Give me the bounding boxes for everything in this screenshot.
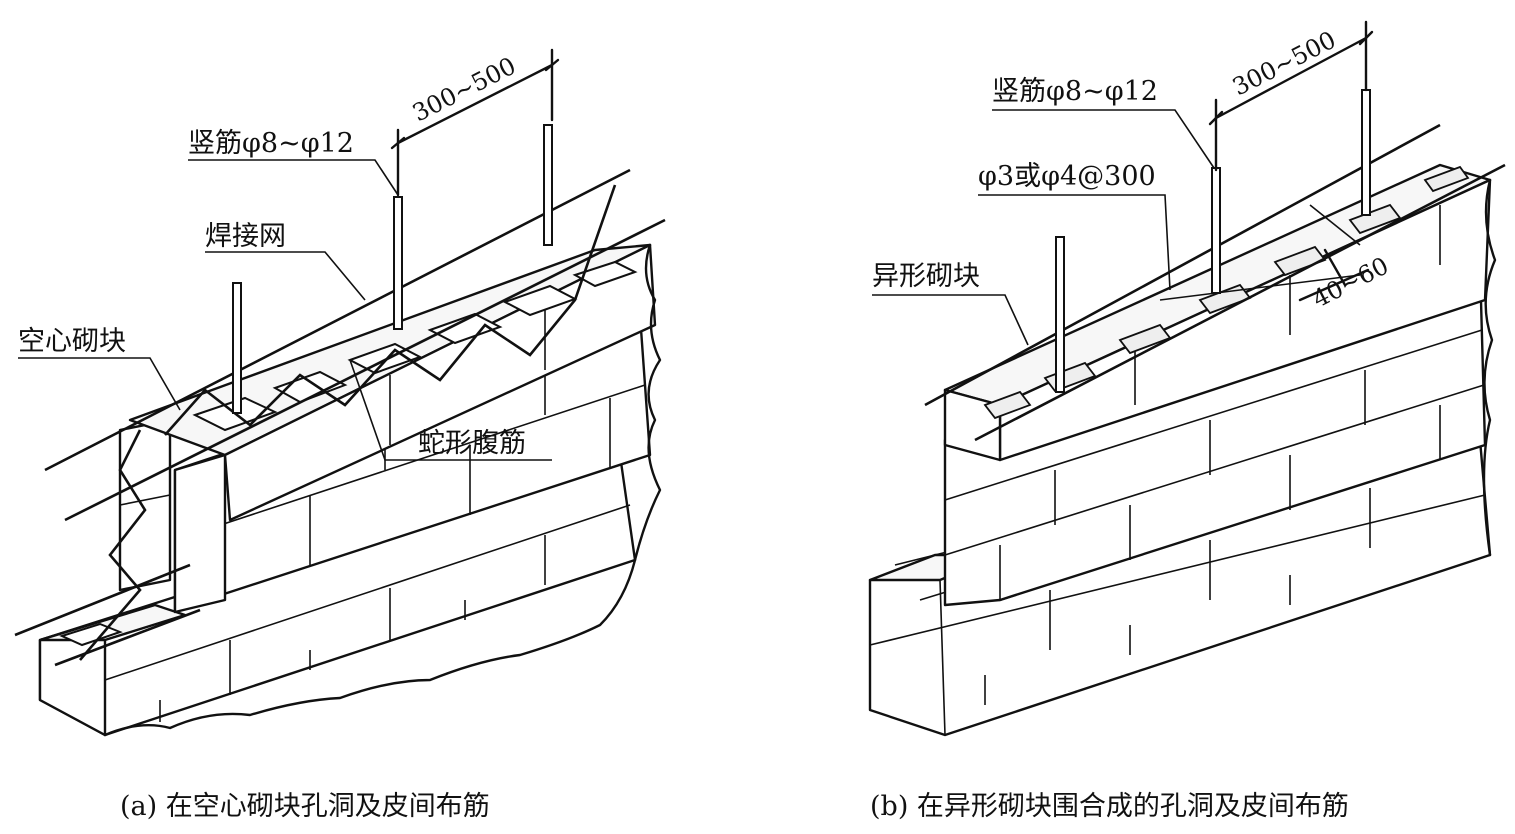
grout-cell: [1348, 203, 1402, 235]
leader-b-vertical-bar: [992, 109, 1215, 169]
grout-cell: [1273, 245, 1327, 277]
tie-wire-b-2: [974, 163, 1506, 442]
mesh-wire-a-low-1: [14, 563, 191, 637]
dim-line-b-gap: [1323, 248, 1347, 287]
figure-b: 300~500 40~60 竖筋φ8~φ12 φ3或φ4@300 异形砌块 (b…: [868, 20, 1506, 822]
dim-line-b: [1214, 36, 1368, 120]
figure-a: 300~500 竖筋φ8~φ12 焊接网 空心砌块 蛇形腹筋 (a) 在空心砌块…: [14, 48, 666, 822]
label-a-snake-bar: 蛇形腹筋: [418, 428, 526, 459]
wall-a-break-line: [633, 243, 662, 562]
wall-b-break-line: [1482, 178, 1497, 557]
caption-a: (a) 在空心砌块孔洞及皮间布筋: [120, 791, 490, 822]
dim-label-b-spacing: 300~500: [1228, 26, 1340, 102]
mesh-wire-a-low-2: [54, 608, 201, 667]
label-a-hollow-block: 空心砌块: [18, 326, 126, 357]
label-b-tie-bar: φ3或φ4@300: [978, 161, 1156, 192]
grout-cell: [1423, 165, 1470, 193]
leader-a-snake-bar: [349, 359, 552, 461]
grout-cell: [983, 390, 1032, 420]
leader-a-hollow-block: [18, 357, 181, 411]
caption-b: (b) 在异形砌块围合成的孔洞及皮间布筋: [870, 791, 1349, 822]
block-hole: [427, 312, 503, 345]
leader-a-welded-mesh: [205, 251, 366, 301]
leader-b-shaped-block: [872, 294, 1029, 346]
tie-wire-b-1: [924, 123, 1441, 407]
wall-a-top-course: [128, 243, 657, 522]
snake-web-bar-end: [79, 429, 147, 661]
vertical-bar-a-2: [393, 196, 403, 330]
wall-a-end-blocks: [118, 418, 227, 614]
mesh-wire-a-top-1: [44, 168, 631, 472]
label-b-shaped-block: 异形砌块: [872, 261, 980, 292]
mesh-wire-a-top-2: [64, 218, 666, 522]
label-a-welded-mesh: 焊接网: [205, 221, 286, 252]
vertical-bar-b-1: [1055, 236, 1065, 393]
vertical-bar-b-2: [1211, 167, 1221, 294]
leader-a-vertical-bar: [188, 159, 399, 196]
label-b-vertical-bar: 竖筋φ8~φ12: [992, 76, 1158, 107]
label-a-vertical-bar: 竖筋φ8~φ12: [188, 128, 354, 159]
leader-b-tie-bar: [978, 194, 1171, 291]
dim-line-a: [396, 63, 554, 145]
vertical-bar-a-3: [543, 124, 553, 246]
block-hole: [572, 260, 638, 288]
wall-a-bottom-course: [38, 453, 637, 737]
vertical-bar-b-3: [1361, 89, 1371, 216]
vertical-bar-a-1: [232, 282, 242, 414]
